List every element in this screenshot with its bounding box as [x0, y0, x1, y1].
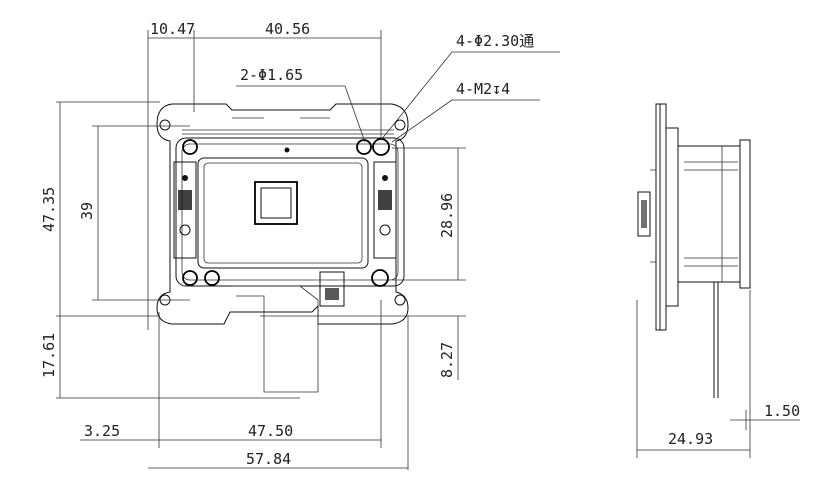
sensor-chip-inner: [260, 187, 292, 219]
dim-bottom-left-offset: 3.25: [84, 422, 120, 440]
dim-lower-right: 8.27: [438, 342, 456, 378]
dim-bottom-total-width: 57.84: [246, 450, 291, 468]
dim-hole-through: 4-Φ2.30通: [456, 32, 534, 50]
dim-thread: 4-M2↧4: [456, 80, 510, 98]
side-body: [677, 145, 741, 283]
front-view: [156, 103, 409, 393]
dim-height-right: 28.96: [438, 193, 456, 238]
dim-height-inner: 39: [78, 202, 96, 220]
hole-top-mid: [356, 139, 372, 155]
sensor-board-inner: [203, 162, 363, 264]
hole-bottom-mid: [204, 270, 220, 286]
dim-height-total: 47.35: [40, 187, 58, 232]
hole-bottom-left: [182, 270, 198, 286]
dim-top-width: 40.56: [265, 20, 310, 38]
plate-outline: [156, 103, 409, 325]
inner-frame-2: [181, 143, 399, 281]
dim-top-left-offset: 10.47: [150, 20, 195, 38]
flex-cable: [236, 295, 319, 393]
side-lens-cap: [739, 139, 751, 289]
connector: [319, 271, 345, 307]
plate-inner-edge: [182, 129, 394, 135]
side-view: [637, 103, 751, 398]
dim-side-depth: 24.93: [668, 430, 713, 448]
sensor-chip: [254, 181, 298, 225]
inner-frame: [175, 137, 405, 287]
side-chip: [637, 191, 651, 237]
sensor-board: [197, 157, 369, 269]
dim-bottom-inner-width: 47.50: [248, 422, 293, 440]
left-bracket: [173, 161, 197, 259]
right-bracket: [373, 161, 397, 259]
dim-lower-left: 17.61: [40, 333, 58, 378]
side-pin: [713, 282, 719, 398]
side-plate: [655, 103, 667, 331]
dimension-lines: [56, 30, 800, 470]
hole-top-left: [182, 139, 198, 155]
hole-bottom-right: [371, 269, 389, 287]
side-frame: [665, 127, 679, 307]
hole-top-right: [372, 138, 390, 156]
dim-side-pin: 1.50: [764, 402, 800, 420]
dim-hole-small: 2-Φ1.65: [240, 66, 303, 84]
